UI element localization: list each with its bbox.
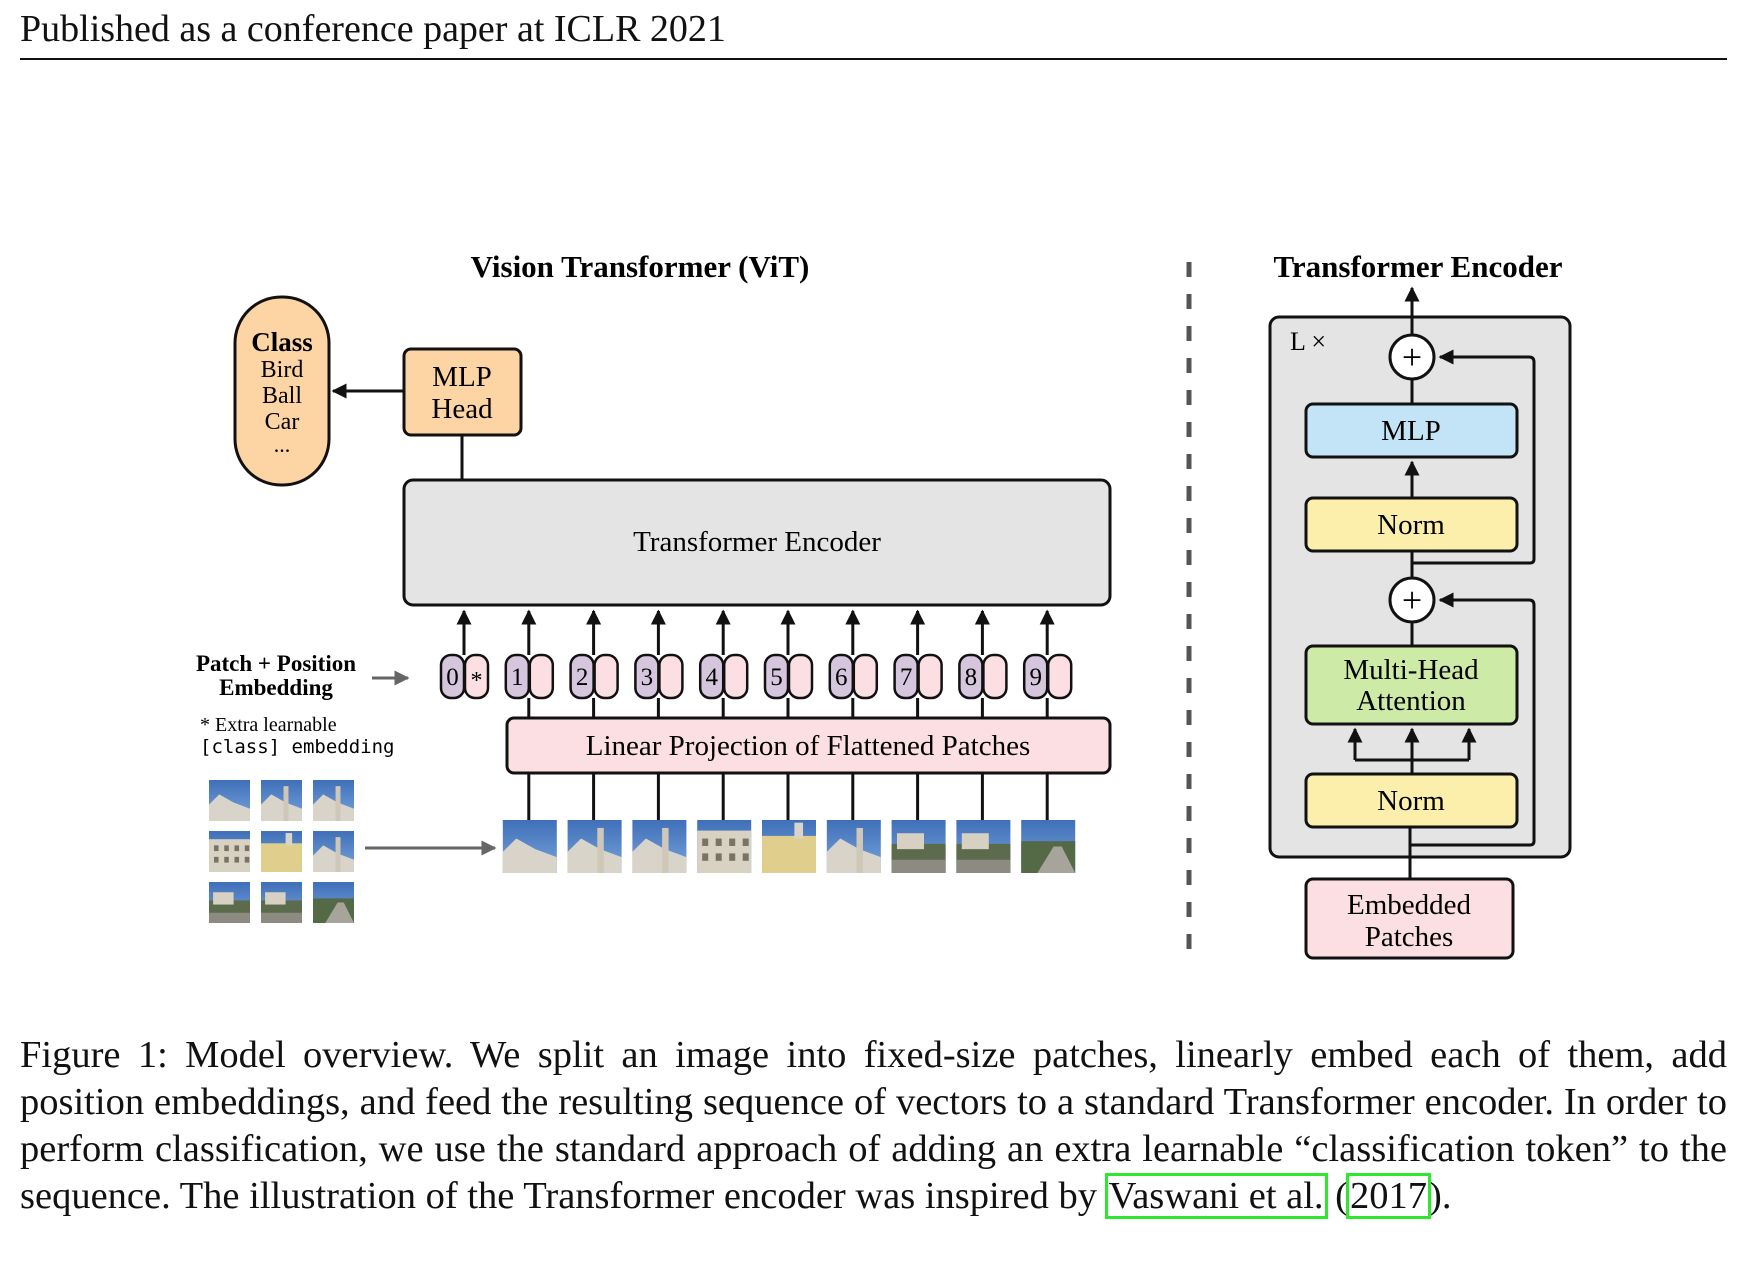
token-pair: 3	[634, 609, 684, 718]
grid-patch	[261, 882, 302, 923]
extra-note-line2: [class] embedding	[200, 736, 394, 758]
flattened-patch	[826, 820, 881, 873]
header-rule	[20, 58, 1727, 60]
vit-title: Vision Transformer (ViT)	[471, 249, 810, 284]
token-pair: 4	[698, 609, 749, 718]
token-pair: 1	[504, 609, 555, 718]
input-image-grid	[209, 780, 354, 923]
position-index: 6	[835, 664, 848, 691]
patch-position-label-line1: Patch + Position	[196, 651, 356, 676]
position-index: 9	[1029, 664, 1042, 691]
token-pair: 5	[763, 609, 814, 718]
token-pair: 2	[569, 609, 619, 718]
plus-top: +	[1402, 337, 1422, 377]
citation-close: ).	[1429, 1175, 1452, 1217]
patch-embedding	[722, 653, 749, 700]
caption-text: Figure 1: Model overview. We split an im…	[20, 1034, 1727, 1217]
patch-embedding	[982, 653, 1008, 700]
grid-patch	[209, 780, 250, 821]
patch-embedding	[658, 653, 684, 700]
flattened-patch	[567, 820, 622, 873]
citation-authors-link[interactable]: Vaswani et al.	[1104, 1173, 1328, 1219]
attention-label-line2: Attention	[1356, 685, 1466, 717]
flattened-patch	[632, 820, 687, 873]
flattened-patch	[956, 820, 1011, 873]
norm-lower-label: Norm	[1377, 785, 1445, 817]
patch-embedding	[463, 653, 490, 700]
class-heading: Class	[251, 327, 313, 357]
position-index: 7	[900, 664, 913, 691]
class-item-ball: Ball	[262, 383, 302, 409]
transformer-encoder-box: Transformer Encoder	[402, 478, 1112, 607]
residual-skip-lower	[1410, 592, 1536, 847]
mlp-head-line2: Head	[431, 393, 493, 425]
token-pair: 8	[958, 609, 1008, 718]
token-pair: 0*	[439, 609, 490, 700]
norm-upper-label: Norm	[1377, 509, 1445, 541]
flattened-patch	[762, 820, 816, 873]
flattened-patches	[502, 773, 1076, 873]
patch-embedding	[1046, 653, 1073, 700]
citation-year-link[interactable]: 2017	[1346, 1173, 1431, 1219]
mlp-head-line1: MLP	[432, 361, 492, 393]
position-index: 8	[965, 664, 978, 691]
norm-lower-block: Norm	[1304, 772, 1519, 829]
extra-note-line1: * Extra learnable	[200, 714, 337, 736]
token-pair: 6	[828, 609, 879, 718]
position-index: 1	[511, 664, 524, 691]
patch-embedding	[787, 653, 814, 700]
citation-open: (	[1335, 1175, 1348, 1217]
repeat-label: L ×	[1290, 327, 1326, 356]
attention-label-line1: Multi-Head	[1343, 654, 1479, 686]
patch-embedding	[528, 653, 555, 700]
norm-upper-block: Norm	[1304, 496, 1519, 553]
embedded-patches-line2: Patches	[1365, 921, 1454, 953]
grid-patch	[313, 780, 354, 821]
mlp-block: MLP	[1304, 402, 1519, 459]
class-token-mark: *	[471, 668, 483, 694]
embedded-patches-block: Embedded Patches	[1304, 877, 1515, 960]
encoder-detail-title: Transformer Encoder	[1274, 249, 1563, 284]
token-pair: 7	[893, 609, 943, 718]
flattened-patch	[502, 820, 557, 873]
position-index: 0	[446, 664, 459, 691]
figure-caption: Figure 1: Model overview. We split an im…	[20, 1032, 1727, 1220]
grid-patch	[313, 882, 354, 923]
grid-patch	[209, 831, 250, 872]
plus-middle: +	[1402, 580, 1422, 620]
class-output-box: Class Bird Ball Car ...	[233, 295, 331, 487]
class-item-bird: Bird	[261, 357, 304, 383]
residual-skip-upper	[1412, 349, 1536, 565]
transformer-encoder-label: Transformer Encoder	[633, 526, 881, 558]
class-item-ellipsis: ...	[274, 432, 291, 457]
mlp-head-box: MLP Head	[402, 347, 523, 437]
position-index: 5	[770, 664, 783, 691]
grid-patch	[261, 831, 302, 872]
vit-model-figure: Vision Transformer (ViT) Class Bird Ball…	[196, 249, 1572, 960]
patch-position-label-line2: Embedding	[219, 675, 333, 700]
linear-projection-label: Linear Projection of Flattened Patches	[586, 730, 1031, 762]
grid-patch	[313, 831, 354, 872]
flattened-patch	[697, 820, 752, 873]
running-head: Published as a conference paper at ICLR …	[20, 8, 726, 50]
grid-patch	[209, 882, 250, 923]
patch-embedding	[593, 653, 619, 700]
class-item-car: Car	[265, 409, 300, 435]
patch-embedding	[917, 653, 943, 700]
token-pair: 9	[1022, 609, 1073, 718]
flattened-patch	[891, 820, 946, 873]
attention-block: Multi-Head Attention	[1304, 644, 1519, 726]
position-index: 4	[705, 664, 718, 691]
grid-patch	[261, 780, 302, 821]
embedded-patches-line1: Embedded	[1347, 889, 1472, 921]
position-index: 2	[576, 664, 589, 691]
flattened-patch	[1021, 820, 1076, 873]
linear-projection-box: Linear Projection of Flattened Patches	[505, 716, 1112, 775]
mlp-label: MLP	[1381, 415, 1441, 447]
position-index: 3	[641, 664, 654, 691]
patch-embedding	[852, 653, 879, 700]
